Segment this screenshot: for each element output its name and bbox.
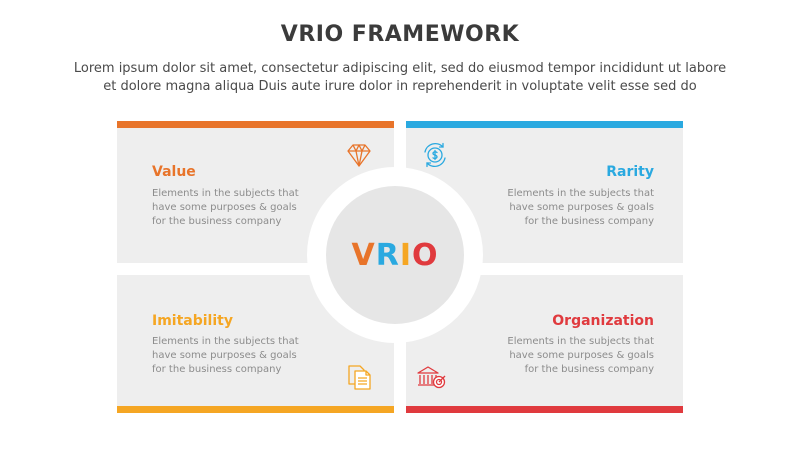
quadrant-imitability-desc: Elements in the subjects that have some … — [152, 335, 302, 377]
desc-line: Elements in the subjects that — [152, 188, 299, 199]
quadrant-value-bar — [117, 121, 394, 128]
quadrant-organization-desc: Elements in the subjects that have some … — [504, 335, 654, 377]
quadrant-value-desc: Elements in the subjects that have some … — [152, 187, 302, 229]
page-title: VRIO FRAMEWORK — [280, 22, 520, 47]
quadrant-imitability-title: Imitability — [152, 313, 233, 329]
desc-line: for the business company — [152, 216, 282, 227]
desc-line: have some purposes & goals — [152, 350, 297, 361]
quadrant-value-title: Value — [152, 164, 196, 180]
vrio-letter-i: I — [399, 237, 412, 273]
documents-icon — [345, 362, 375, 392]
desc-line: for the business company — [524, 216, 654, 227]
dollar-exchange-icon — [420, 140, 450, 170]
page-subtitle: Lorem ipsum dolor sit amet, consectetur … — [30, 60, 770, 96]
subtitle-line-2: et dolore magna aliqua Duis aute irure d… — [103, 79, 697, 94]
quadrant-rarity-bar — [406, 121, 683, 128]
desc-line: Elements in the subjects that — [152, 336, 299, 347]
quadrant-organization-bar — [406, 406, 683, 413]
diamond-icon — [344, 140, 374, 170]
quadrant-rarity-title: Rarity — [606, 164, 654, 180]
quadrant-rarity-desc: Elements in the subjects that have some … — [504, 187, 654, 229]
subtitle-line-1: Lorem ipsum dolor sit amet, consectetur … — [73, 61, 727, 76]
desc-line: for the business company — [524, 364, 654, 375]
desc-line: Elements in the subjects that — [507, 336, 654, 347]
desc-line: for the business company — [152, 364, 282, 375]
vrio-letter-r: R — [375, 237, 400, 273]
quadrant-organization-title: Organization — [552, 313, 654, 329]
center-vrio-label: V R I O — [326, 186, 464, 324]
desc-line: have some purposes & goals — [509, 202, 654, 213]
quadrant-imitability-bar — [117, 406, 394, 413]
vrio-letter-v: V — [351, 237, 376, 273]
desc-line: have some purposes & goals — [152, 202, 297, 213]
vrio-letter-o: O — [411, 237, 439, 273]
desc-line: Elements in the subjects that — [507, 188, 654, 199]
center-circle — [326, 186, 464, 324]
desc-line: have some purposes & goals — [509, 350, 654, 361]
bank-target-icon — [416, 362, 446, 392]
